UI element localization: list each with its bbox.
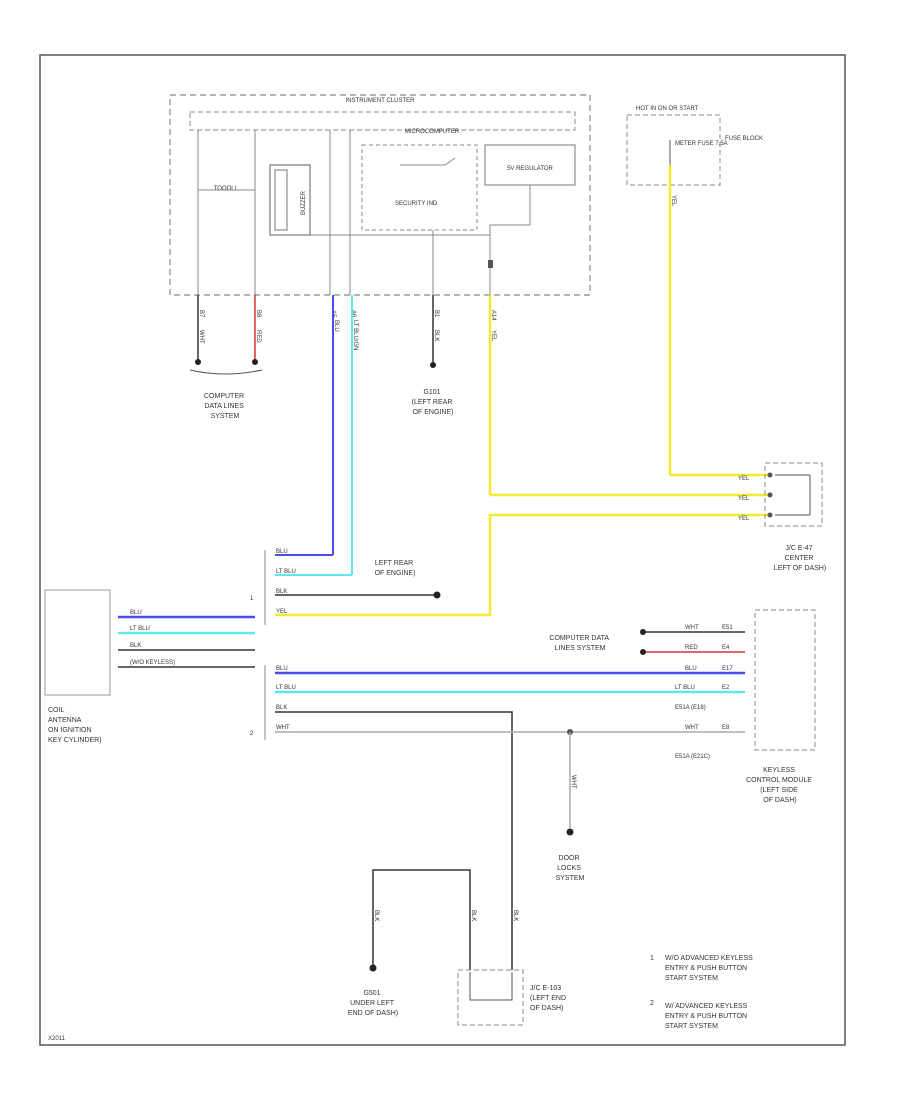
coil-antenna: BLU LT BLU BLK (W/O KEYLESS) COIL ANTENN… — [44, 589, 255, 744]
svg-text:2: 2 — [250, 731, 254, 737]
svg-text:J/C E-47 CENTER LE: J/C E-47 CENTER LEFT OF DASH) — [774, 545, 826, 572]
svg-text:RED: RED — [685, 645, 698, 651]
svg-text:E2: E2 — [722, 685, 730, 691]
svg-text:G501 UNDER LEFT END OF: G501 UNDER LEFT END OF DASH) — [348, 990, 398, 1017]
fuse-block: HOT IN ON OR START FUSE BLOCK METER FUSE… — [626, 106, 763, 186]
svg-text:BLK: BLK — [512, 910, 518, 921]
svg-text:BLK: BLK — [130, 643, 141, 649]
cluster-pins: B7 B8 A5 A6 B1 A14 — [198, 310, 496, 321]
svg-text:BLU: BLU — [333, 320, 339, 332]
security-ind-label: SECURITY IND — [395, 201, 438, 207]
svg-text:B1: B1 — [433, 310, 439, 318]
notes: 1 W/O ADVANCED KEYLESS ENTRY & PUSH BUTT… — [650, 955, 755, 1030]
jc-e47: J/C E-47 CENTER LEFT OF DASH) — [764, 462, 826, 572]
svg-text:E51A (E18): E51A (E18) — [675, 705, 706, 711]
svg-text:E4: E4 — [722, 645, 730, 651]
micro-title: MICROCOMPUTER — [405, 129, 460, 135]
keyless-module: WHT RED E51 E4 COMPUTER DATA LINES SYSTE… — [549, 609, 816, 804]
svg-text:BLU: BLU — [685, 666, 697, 672]
svg-text:WHT: WHT — [685, 725, 699, 731]
svg-text:BLK: BLK — [433, 330, 439, 341]
instrument-cluster: INSTRUMENT CLUSTER MICROCOMPUTER SECURIT… — [169, 94, 591, 296]
svg-text:J/C E-103 (LEFT END: J/C E-103 (LEFT END OF DASH) — [530, 985, 568, 1012]
ground-g101: BLK G101 (LEFT REAR OF ENGINE) — [412, 295, 455, 416]
svg-text:E8: E8 — [722, 725, 730, 731]
svg-text:WHT: WHT — [570, 775, 576, 789]
microcomputer: MICROCOMPUTER SECURITY IND 5V REGULATOR — [361, 129, 576, 231]
svg-text:COMPUTER DATA LINES SYST: COMPUTER DATA LINES SYSTEM — [549, 635, 610, 652]
svg-text:LEFT REAR OF ENGINE): LEFT REAR OF ENGINE) — [375, 560, 416, 577]
svg-text:LT BLU: LT BLU — [130, 626, 150, 632]
svg-text:WHT: WHT — [685, 625, 699, 631]
svg-text:FUSE BLOCK: FUSE BLOCK — [725, 136, 763, 142]
svg-text:B7: B7 — [198, 310, 204, 318]
svg-text:HOT IN ON OR START: HOT IN ON OR START — [636, 106, 699, 112]
svg-text:W/O ADVANCED KEYLESS ENT: W/O ADVANCED KEYLESS ENTRY & PUSH BUTTON… — [665, 955, 755, 982]
svg-text:KEYLESS CONTROL MODULE: KEYLESS CONTROL MODULE (LEFT SIDE OF DAS… — [746, 767, 814, 804]
svg-text:RED: RED — [255, 330, 261, 343]
svg-text:(W/O KEYLESS): (W/O KEYLESS) — [130, 660, 175, 666]
footer-code: X2011 — [48, 1036, 66, 1042]
svg-text:BLU: BLU — [276, 666, 288, 672]
svg-text:G101 (LEFT REAR OF: G101 (LEFT REAR OF ENGINE) — [412, 389, 455, 416]
svg-text:METER FUSE 7.5A: METER FUSE 7.5A — [675, 141, 728, 147]
outer-frame — [39, 54, 846, 1046]
svg-text:WHT: WHT — [198, 330, 204, 344]
svg-text:YEL: YEL — [738, 516, 750, 522]
svg-text:B8: B8 — [255, 310, 261, 318]
svg-text:2: 2 — [650, 1000, 654, 1007]
svg-text:BLK: BLK — [276, 589, 287, 595]
svg-text:E51A (E21C): E51A (E21C) — [675, 754, 710, 760]
svg-text:E17: E17 — [722, 666, 733, 672]
svg-text:1: 1 — [250, 596, 254, 602]
svg-text:YEL: YEL — [670, 195, 676, 207]
svg-text:YEL: YEL — [738, 476, 750, 482]
buzzer: BUZZER — [269, 164, 311, 236]
svg-text:YEL: YEL — [738, 496, 750, 502]
svg-text:LT BLU: LT BLU — [276, 685, 296, 691]
buzzer-label: BUZZER — [301, 190, 307, 215]
svg-text:BLK: BLK — [470, 910, 476, 921]
jc-e103: J/C E-103 (LEFT END OF DASH) — [457, 969, 568, 1026]
computer-data-wires: WHT RED COMPUTER DATA LINES SYSTEM — [189, 295, 263, 420]
svg-text:BLK: BLK — [373, 910, 379, 921]
svg-text:COIL ANTENNA ON IG: COIL ANTENNA ON IGNITION KEY CYLINDER) — [48, 707, 102, 744]
door-locks-ref: DOOR LOCKS SYSTEM — [556, 855, 585, 882]
svg-text:BLU: BLU — [276, 549, 288, 555]
svg-text:YEL: YEL — [276, 609, 288, 615]
cluster-title: INSTRUMENT CLUSTER — [346, 98, 416, 104]
svg-text:LT BLU/GN: LT BLU/GN — [352, 320, 358, 350]
svg-text:YEL: YEL — [490, 330, 496, 342]
mid-label: TOOOLI — [214, 186, 237, 192]
svg-text:LT BLU: LT BLU — [675, 685, 695, 691]
svg-text:LT BLU: LT BLU — [276, 569, 296, 575]
regulator-label: 5V REGULATOR — [507, 166, 553, 172]
svg-text:BLK: BLK — [276, 705, 287, 711]
computer-ref-top: COMPUTER DATA LINES SYSTEM — [204, 393, 246, 420]
svg-text:BLU: BLU — [130, 610, 142, 616]
svg-text:1: 1 — [650, 955, 654, 962]
svg-text:A14: A14 — [490, 310, 496, 321]
svg-text:WHT: WHT — [276, 725, 290, 731]
svg-text:W/ ADVANCED KEYLESS ENTR: W/ ADVANCED KEYLESS ENTRY & PUSH BUTTON … — [665, 1003, 749, 1030]
svg-text:E51: E51 — [722, 625, 733, 631]
regulator — [484, 144, 576, 186]
